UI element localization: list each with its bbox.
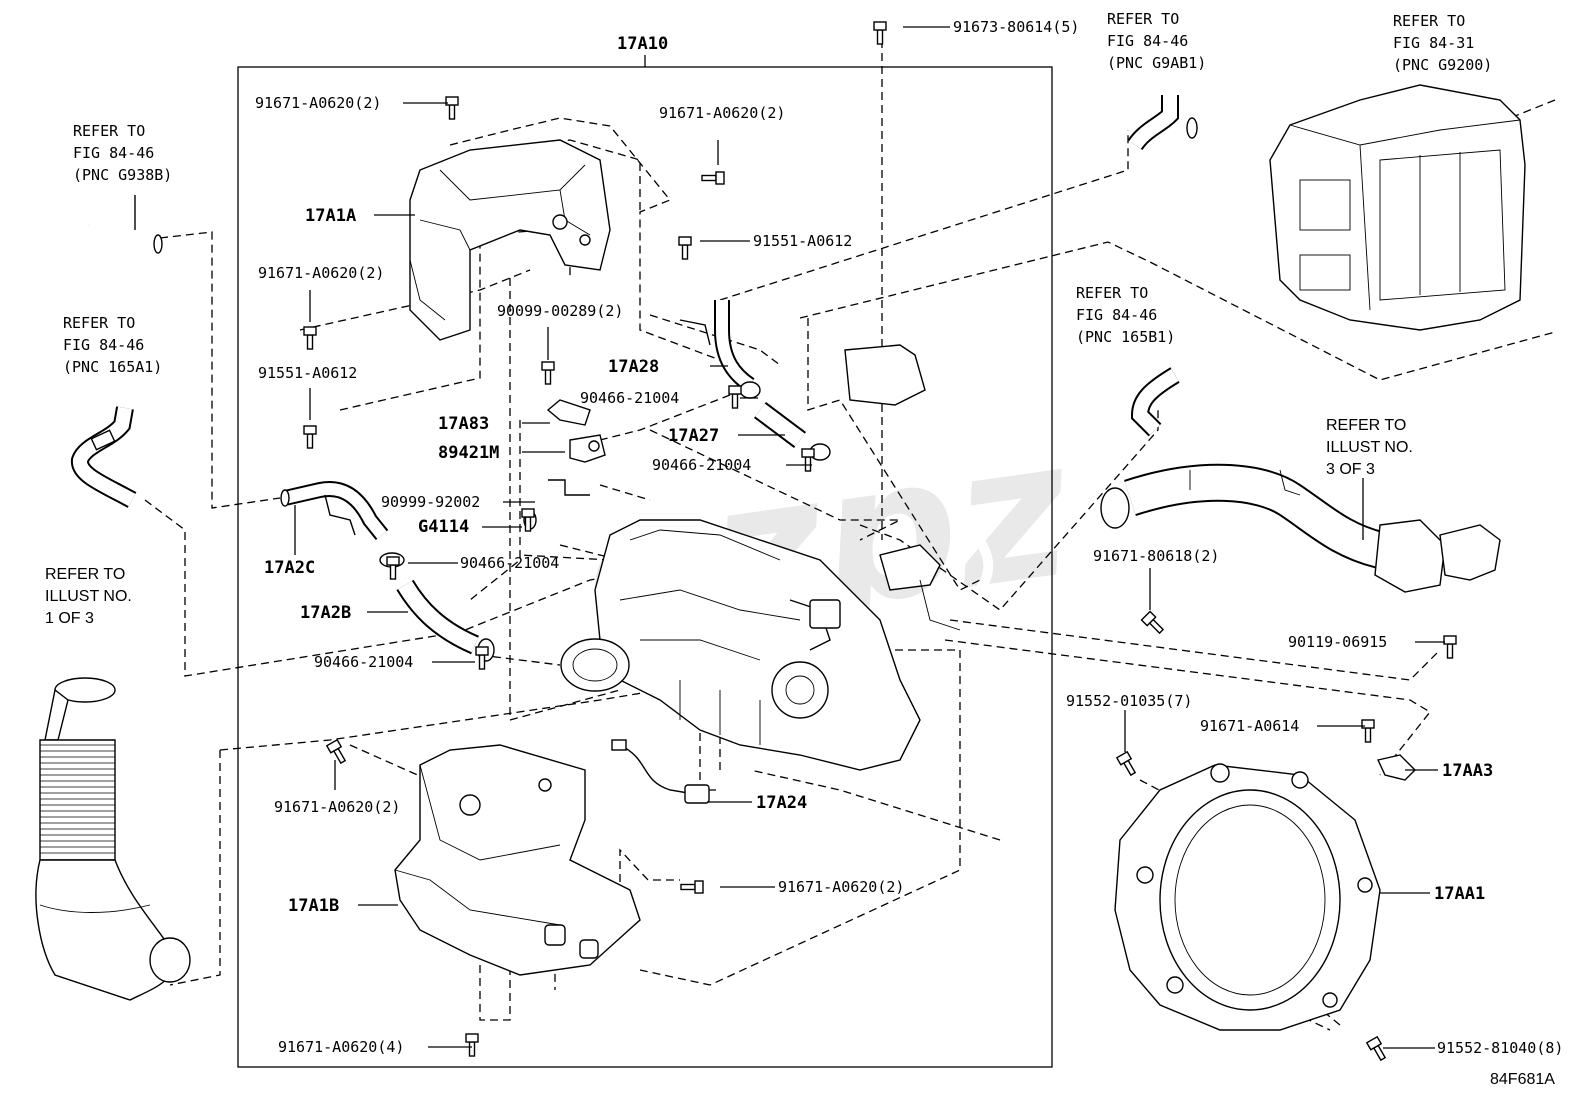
refer-illust1-line1: REFER TO [45, 566, 125, 583]
refer-illust1-line3: 1 OF 3 [45, 610, 94, 627]
callout-90099-00289: 90099-00289(2) [497, 302, 623, 320]
diagram-id: 84F681A [1490, 1071, 1555, 1088]
bolt-icon [801, 448, 815, 472]
callout-91551-a0612-right: 91551-A0612 [753, 232, 852, 250]
coolant-pipe [1100, 463, 1501, 593]
refer-g9200-line1: REFER TO [1393, 12, 1465, 30]
fasteners [303, 21, 1457, 1062]
refer-g9200-line3: (PNC G9200) [1393, 56, 1492, 74]
bolt-icon [1115, 750, 1137, 777]
callout-clamp-2: 90466-21004 [652, 456, 751, 474]
callout-91551-a0612-left: 91551-A0612 [258, 364, 357, 382]
refer-illust3-line1: REFER TO [1326, 417, 1406, 434]
bolt-icon [1361, 719, 1375, 743]
callout-17a2b: 17A2B [300, 603, 351, 623]
bolt-icon [680, 880, 704, 894]
harness-17a24 [611, 739, 710, 804]
bolt-icon [873, 21, 887, 45]
bolt-icon [728, 385, 742, 409]
callout-17a27: 17A27 [668, 426, 719, 446]
lower-cover-17a1b [394, 744, 641, 976]
refer-g9200-line2: FIG 84-31 [1393, 34, 1474, 52]
callout-91671-80618: 91671-80618(2) [1093, 547, 1219, 565]
bolt-icon [701, 171, 725, 185]
callout-91671-a0620-front: 91671-A0620(2) [778, 878, 904, 896]
connector-harness [844, 344, 994, 631]
callout-91671-a0620-lower: 91671-A0620(2) [274, 798, 400, 816]
pipe-17a2c [280, 481, 389, 540]
callout-17a83: 17A83 [438, 414, 489, 434]
callout-89421m: 89421M [438, 443, 499, 463]
hose-165a1 [71, 406, 137, 508]
refer-g9ab1-line3: (PNC G9AB1) [1107, 54, 1206, 72]
callout-17aa1: 17AA1 [1434, 884, 1485, 904]
callout-91671-a0614: 91671-A0614 [1200, 717, 1299, 735]
callout-91552-81040: 91552-81040(8) [1437, 1039, 1563, 1057]
bolt-icon [1365, 1035, 1387, 1062]
bolt-icon [1443, 635, 1457, 659]
callout-clamp-3: 90466-21004 [460, 554, 559, 572]
callout-17a2c: 17A2C [264, 558, 315, 578]
bolt-icon [521, 508, 535, 532]
callout-91671-a0620-bottom: 91671-A0620(4) [278, 1038, 404, 1056]
callout-17a1a: 17A1A [305, 206, 356, 226]
upper-cover-17a1a [409, 139, 611, 341]
hose-165b1 [1130, 367, 1180, 437]
hose-g9ab1 [1127, 95, 1198, 151]
bolt-icon [386, 556, 400, 580]
callout-91671-a0620-mid: 91671-A0620(2) [659, 104, 785, 122]
refer-g938b-line1: REFER TO [73, 122, 145, 140]
refer-g9ab1-line1: REFER TO [1107, 10, 1179, 28]
bolt-icon [1140, 610, 1165, 635]
callout-clamp-1: 90466-21004 [580, 389, 679, 407]
bolt-icon [445, 96, 459, 120]
bolt-icon [465, 1033, 479, 1057]
refer-illust3-line3: 3 OF 3 [1326, 461, 1375, 478]
callout-91552-01035: 91552-01035(7) [1066, 692, 1192, 710]
refer-illust1-line2: ILLUST NO. [45, 588, 132, 605]
refer-165b1-line2: FIG 84-46 [1076, 306, 1157, 324]
motor-assembly [560, 519, 921, 771]
bracket-17aa3 [1376, 754, 1416, 781]
group-label: 17A10 [617, 34, 668, 54]
bolt-icon [475, 646, 489, 670]
leader-lines [294, 26, 1445, 1049]
refer-g938b-line2: FIG 84-46 [73, 144, 154, 162]
refer-165a1-line2: FIG 84-46 [63, 336, 144, 354]
callout-clamp-4: 90466-21004 [314, 653, 413, 671]
bolt-icon [678, 236, 692, 260]
refer-165a1-line1: REFER TO [63, 314, 135, 332]
callout-labels: 91673-80614(5) 91671-A0620(2) 91671-A062… [255, 18, 1563, 1057]
bolt-icon [303, 425, 317, 449]
housing-17aa1 [1114, 763, 1381, 1031]
callout-17a28: 17A28 [608, 357, 659, 377]
refer-g9ab1-line2: FIG 84-46 [1107, 32, 1188, 50]
callout-17a24: 17A24 [756, 793, 807, 813]
bolt-icon [325, 738, 347, 765]
hose-g938b [81, 195, 163, 260]
callout-91673-80614: 91673-80614(5) [953, 18, 1079, 36]
callout-91671-a0620-left: 91671-A0620(2) [258, 264, 384, 282]
bolt-icon [541, 361, 555, 385]
callout-90119-06915: 90119-06915 [1288, 633, 1387, 651]
callout-g4114: G4114 [418, 517, 469, 537]
callout-17a1b: 17A1B [288, 896, 339, 916]
refer-g938b-line3: (PNC G938B) [73, 166, 172, 184]
refer-165b1-line3: (PNC 165B1) [1076, 328, 1175, 346]
bolt-icon [303, 326, 317, 350]
refer-blocks: REFER TO FIG 84-46 (PNC G938B) REFER TO … [45, 10, 1492, 627]
refer-165a1-line3: (PNC 165A1) [63, 358, 162, 376]
refer-illust3-line2: ILLUST NO. [1326, 439, 1413, 456]
callout-91671-a0620-top: 91671-A0620(2) [255, 94, 381, 112]
hoses-17a27-17a28 [679, 300, 831, 461]
callout-17aa3: 17AA3 [1442, 761, 1493, 781]
air-duct-assembly [35, 677, 191, 1001]
inverter-g9200 [1269, 84, 1526, 331]
callout-90999-92002: 90999-92002 [381, 493, 480, 511]
refer-165b1-line1: REFER TO [1076, 284, 1148, 302]
